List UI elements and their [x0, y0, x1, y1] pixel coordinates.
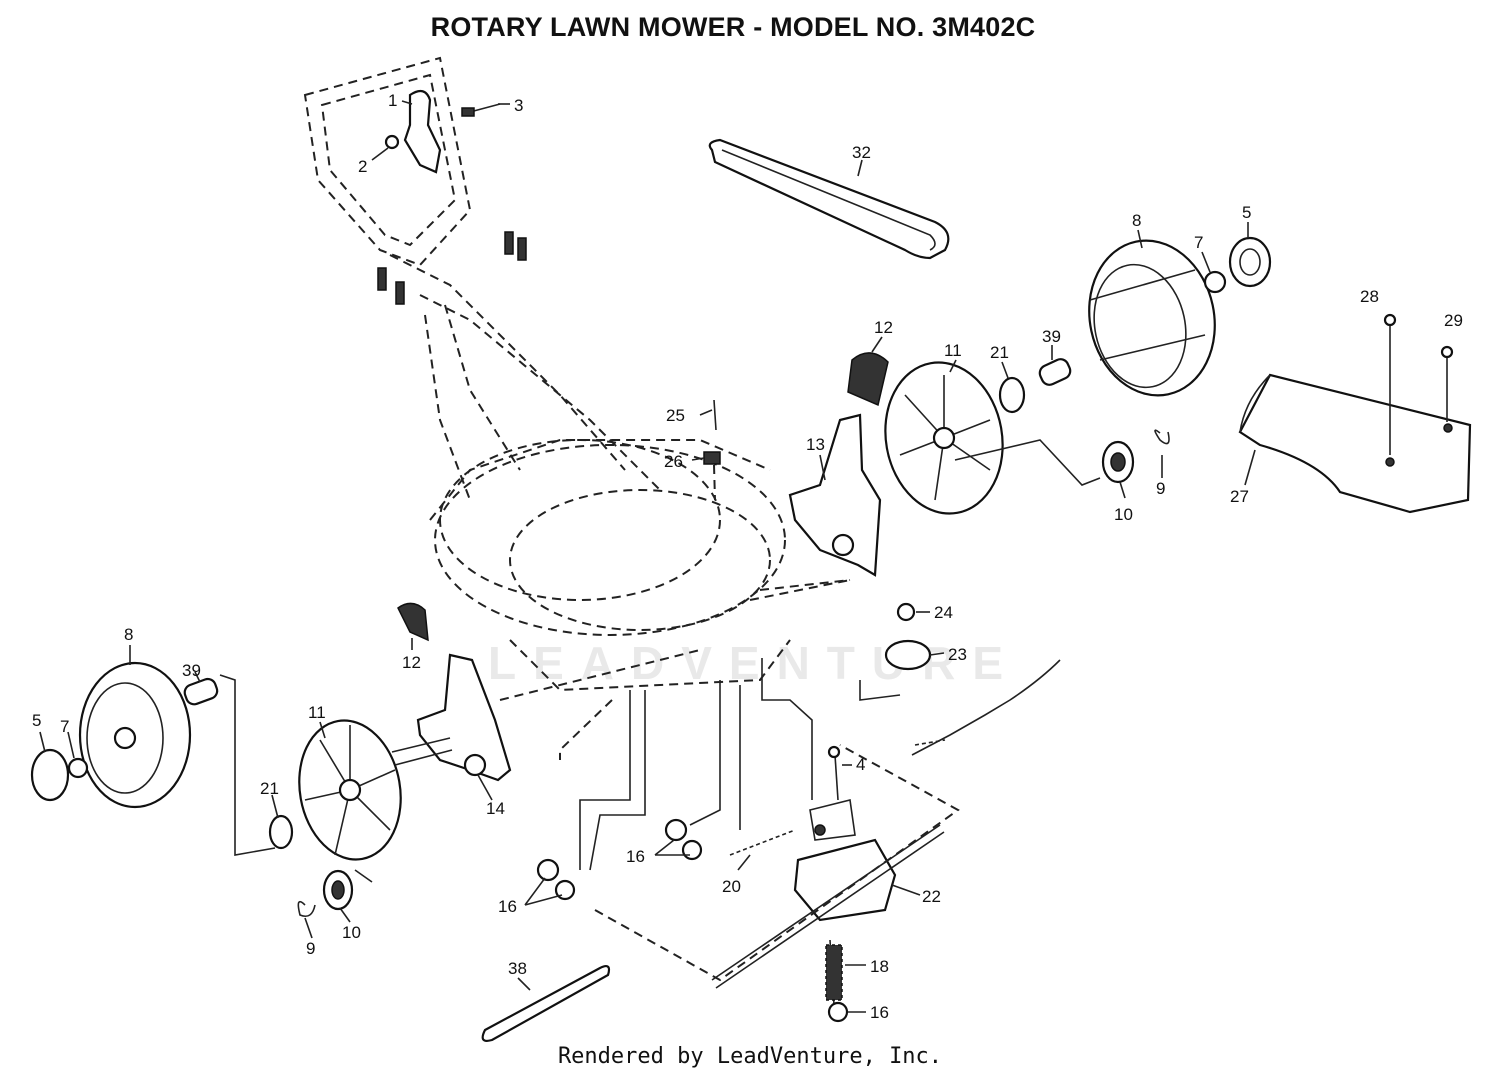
- callout-18: 18: [870, 957, 889, 976]
- callout-39-left: 39: [182, 661, 201, 680]
- callout-12-right: 12: [874, 318, 893, 337]
- retainer-clip-left: [297, 900, 316, 918]
- callout-11-left: 11: [308, 703, 326, 722]
- callout-5-left: 5: [32, 711, 41, 730]
- height-adjuster-right: [788, 413, 882, 577]
- drive-wheel-left: [298, 719, 402, 861]
- callout-16-lower: 16: [870, 1003, 889, 1022]
- nut-16-b: [536, 858, 560, 882]
- rear-shield: [1238, 373, 1472, 514]
- washer-right: [998, 376, 1026, 414]
- hub-cap-right: [1228, 236, 1272, 288]
- clip-26: [703, 451, 721, 465]
- callout-10-right: 10: [1114, 505, 1133, 524]
- callout-7-right: 7: [1194, 233, 1203, 252]
- pinion-gear-right: [1101, 440, 1135, 484]
- callout-14: 14: [486, 799, 505, 818]
- callout-13: 13: [806, 435, 825, 454]
- callout-32: 32: [852, 143, 871, 162]
- callout-22: 22: [922, 887, 941, 906]
- drive-belt: [708, 138, 950, 260]
- callout-12-left: 12: [402, 653, 421, 672]
- callout-11-right: 11: [944, 341, 962, 360]
- control-cable: [911, 659, 1061, 756]
- callout-21-left: 21: [260, 779, 279, 798]
- pinion-gear-left: [322, 869, 354, 911]
- callout-38: 38: [508, 959, 527, 978]
- transmission: [793, 799, 897, 922]
- wheel-nut-right: [1203, 270, 1227, 294]
- callout-20: 20: [722, 877, 741, 896]
- callout-23: 23: [948, 645, 967, 664]
- bushing-right: [1038, 358, 1072, 386]
- rear-wheel-left: [78, 661, 192, 809]
- callout-3: 3: [514, 96, 523, 115]
- callout-8-left: 8: [124, 625, 133, 644]
- diagram-title: ROTARY LAWN MOWER - MODEL NO. 3M402C: [430, 12, 1036, 42]
- deck-outline: [429, 439, 851, 701]
- rear-wheel-right: [1088, 239, 1216, 397]
- hub-cap-left: [30, 748, 70, 802]
- spring-20: [729, 829, 796, 856]
- rod-38: [481, 965, 611, 1042]
- nut-16-a: [664, 818, 688, 842]
- handle-grip-right: [847, 352, 889, 407]
- callout-24: 24: [934, 603, 953, 622]
- callout-27: 27: [1230, 487, 1249, 506]
- bolt-4: [834, 754, 839, 801]
- nut-24: [896, 602, 916, 622]
- height-adjuster-left: [416, 653, 512, 782]
- callout-16-center: 16: [626, 847, 645, 866]
- throttle-lever: [384, 89, 501, 174]
- washer-left: [268, 814, 294, 850]
- nut-16-lower: [827, 1001, 849, 1023]
- callout-9-left: 9: [306, 939, 315, 958]
- callout-10-left: 10: [342, 923, 361, 942]
- callout-25: 25: [666, 406, 685, 425]
- callout-16-left: 16: [498, 897, 517, 916]
- callout-5-right: 5: [1242, 203, 1251, 222]
- callout-29: 29: [1444, 311, 1463, 330]
- callout-8-right: 8: [1132, 211, 1141, 230]
- callout-9-right: 9: [1156, 479, 1165, 498]
- callout-2: 2: [358, 157, 367, 176]
- callout-39-right: 39: [1042, 327, 1061, 346]
- retainer-clip-right: [1154, 429, 1170, 445]
- callout-26: 26: [664, 452, 683, 471]
- drive-wheel-right: [884, 361, 1004, 515]
- callout-21-right: 21: [990, 343, 1009, 362]
- handle-outline: [303, 56, 661, 501]
- bushing-left: [183, 677, 219, 706]
- footer-credit: Rendered by LeadVenture, Inc.: [557, 1044, 943, 1069]
- callout-4: 4: [856, 755, 865, 774]
- callout-28: 28: [1360, 287, 1379, 306]
- pin-25: [713, 399, 717, 431]
- wheel-nut-left: [67, 757, 89, 779]
- handle-grip-left: [397, 602, 429, 642]
- pulley-23: [884, 639, 932, 671]
- callout-1: 1: [388, 91, 397, 110]
- callout-7-left: 7: [60, 717, 69, 736]
